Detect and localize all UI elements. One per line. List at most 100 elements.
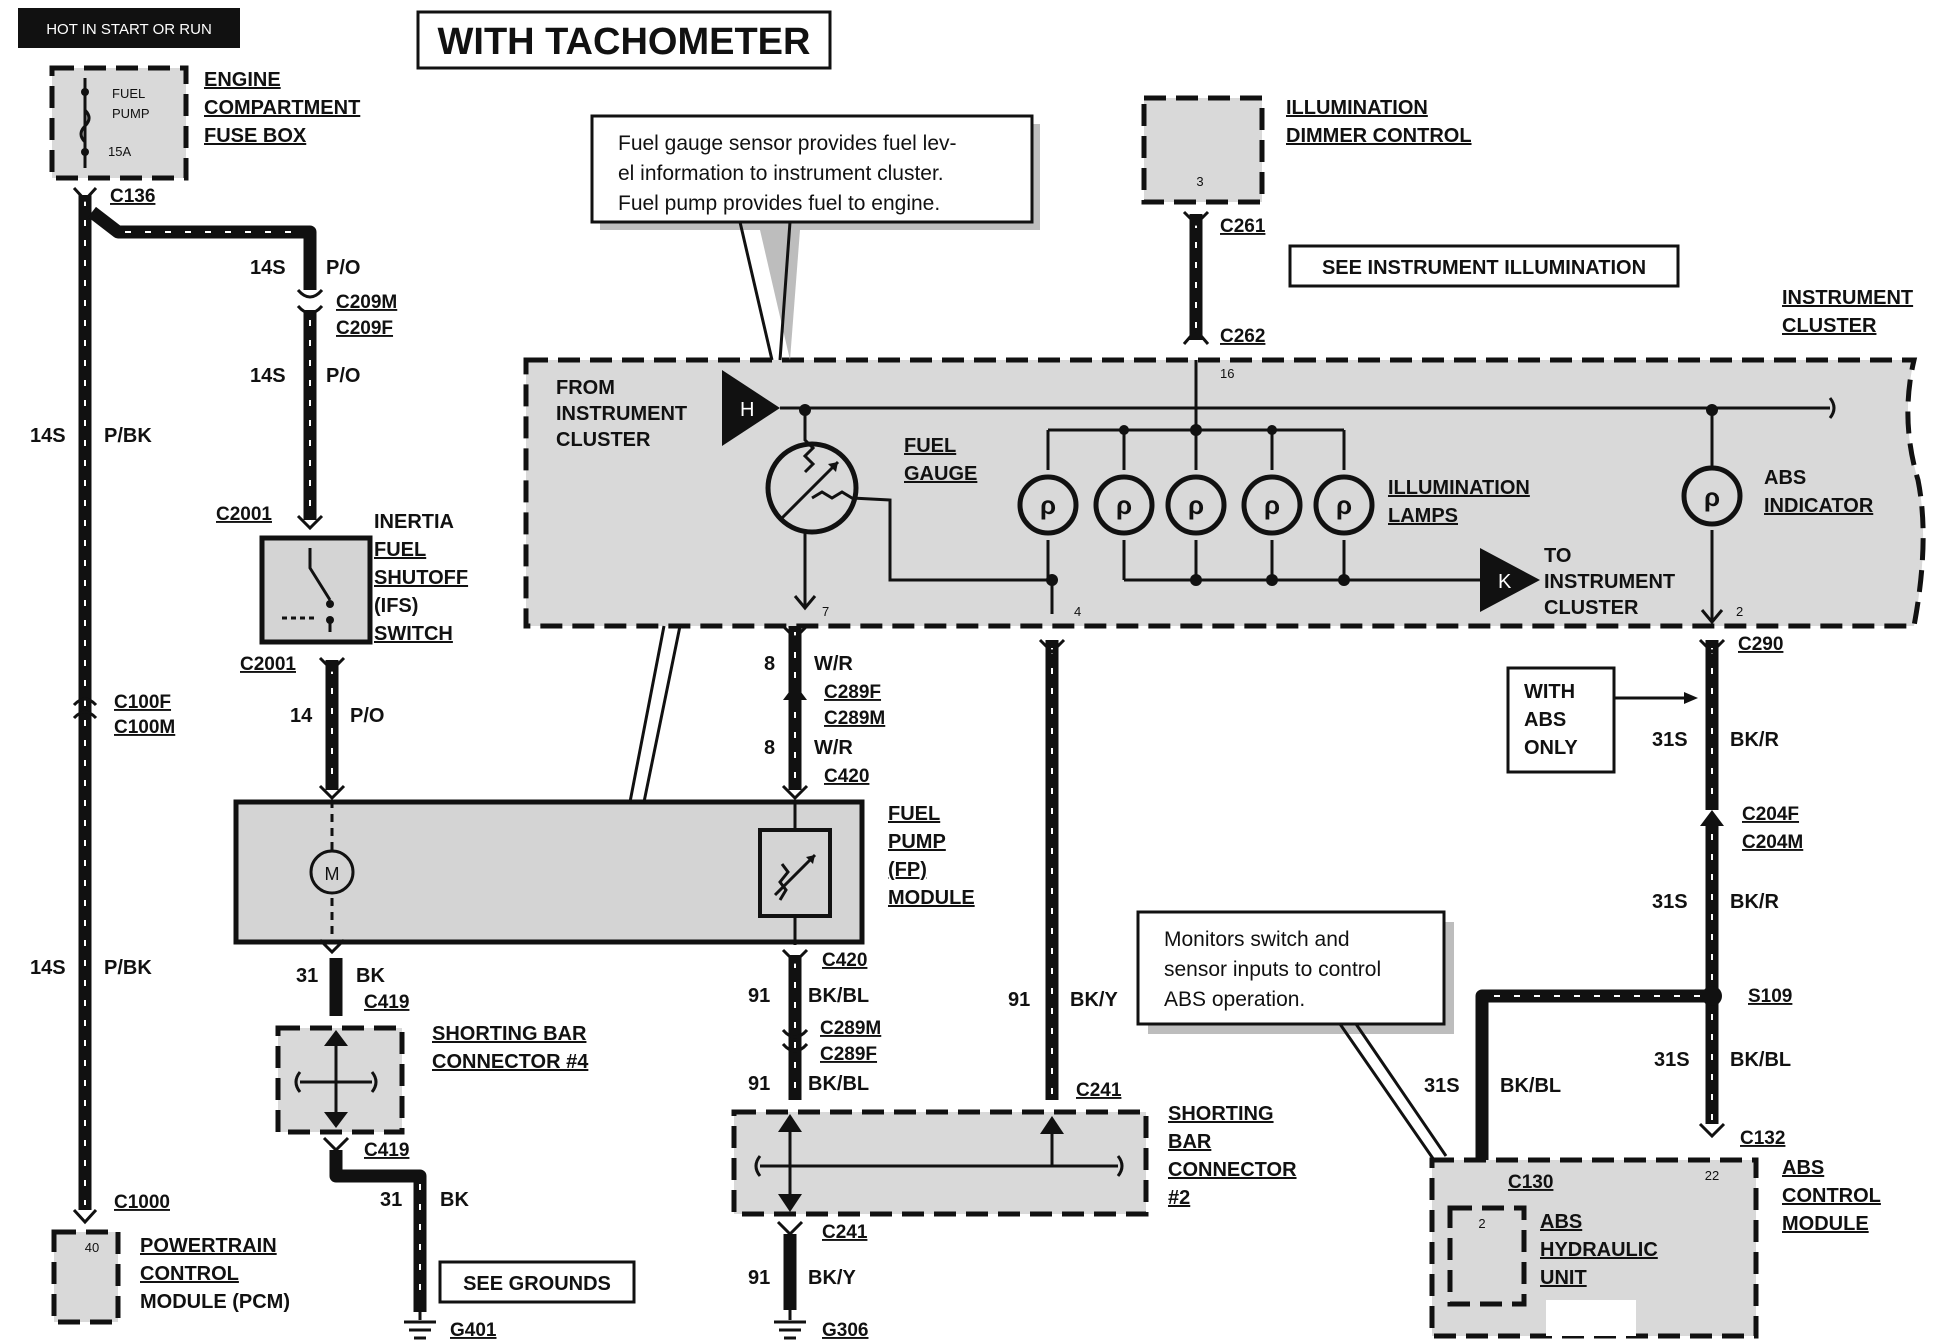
connector-c289m: C289M (824, 708, 885, 729)
connector-h-label: H (740, 399, 754, 421)
lamp-icon: ρ (1116, 490, 1132, 520)
dimmer-label-1: ILLUMINATION (1286, 97, 1428, 119)
wire-color: BK/Y (808, 1267, 856, 1289)
connector-h-icon (722, 370, 780, 446)
connector-c204m: C204M (1742, 832, 1803, 853)
see-grounds-box[interactable] (438, 1260, 636, 1304)
wire-label: 31 (296, 965, 318, 987)
connector-c289f: C289F (824, 682, 881, 703)
abs-only-1: WITH (1524, 681, 1575, 703)
lamp-icon: ρ (1336, 490, 1352, 520)
fuse-box-label-2: COMPARTMENT (204, 97, 360, 119)
shorting2-label-4: #2 (1168, 1187, 1190, 1209)
abs-indicator-label-1: ABS (1764, 467, 1806, 489)
shorting4-label-1: SHORTING BAR (432, 1023, 587, 1045)
pin-label: 22 (1705, 1168, 1719, 1183)
wire-color: P/BK (104, 957, 152, 979)
wire-label: 31 (380, 1189, 402, 1211)
wire-label: 8 (764, 737, 775, 759)
from-cluster-2: INSTRUMENT (556, 403, 687, 425)
motor-label: M (325, 864, 340, 884)
connector-c419: C419 (364, 1140, 409, 1161)
abs-only-3: ONLY (1524, 737, 1578, 759)
wire-label: 31S (1652, 891, 1688, 913)
shorting2-label-3: CONNECTOR (1168, 1159, 1297, 1181)
abs-module-label-3: MODULE (1782, 1213, 1869, 1235)
wire-color: BK (440, 1189, 469, 1211)
wire-label: 31S (1424, 1075, 1460, 1097)
inertia-switch (259, 535, 373, 645)
fuel-note-line-3: Fuel pump provides fuel to engine. (618, 192, 940, 215)
abs-hydraulic-label-3: UNIT (1540, 1267, 1587, 1289)
power-label: HOT IN START OR RUN (46, 21, 212, 38)
abs-module-label-1: ABS (1782, 1157, 1824, 1179)
fp-label-4: MODULE (888, 887, 975, 909)
fuel-gauge-icon (765, 441, 859, 535)
connector-c261: C261 (1220, 216, 1266, 237)
wire-label: 14S (250, 365, 286, 387)
see-illumination-link[interactable]: SEE INSTRUMENT ILLUMINATION (1322, 257, 1646, 279)
cluster-label-2: CLUSTER (1782, 315, 1877, 337)
pin-label: 7 (822, 604, 829, 619)
ground-g306: G306 (822, 1320, 868, 1341)
connector-c209f: C209F (336, 318, 393, 339)
wire-label: 31S (1652, 729, 1688, 751)
see-grounds-link[interactable]: SEE GROUNDS (463, 1273, 611, 1295)
connector-c289f: C289F (820, 1044, 877, 1065)
wire-label: 8 (764, 653, 775, 675)
see-illumination-box[interactable] (1288, 244, 1680, 288)
wire-color: P/O (350, 705, 384, 727)
pin-label: 4 (1074, 604, 1081, 619)
wire-color: P/O (326, 365, 360, 387)
fuse-inner-3: 15A (108, 144, 131, 159)
cluster-label-1: INSTRUMENT (1782, 287, 1913, 309)
dimmer-label-2: DIMMER CONTROL (1286, 125, 1472, 147)
lamp-icon: ρ (1188, 490, 1204, 520)
motor-icon (309, 849, 355, 895)
wire-label: 14S (30, 425, 66, 447)
wire-color: BK/BL (808, 1073, 869, 1095)
fuel-gauge-label-2: GAUGE (904, 463, 977, 485)
abs-note-line-3: ABS operation. (1164, 988, 1305, 1011)
wire-color: BK/BL (1500, 1075, 1561, 1097)
page-title: WITH TACHOMETER (438, 21, 811, 63)
wire-color: BK/BL (808, 985, 869, 1007)
abs-indicator-icon (1681, 465, 1743, 527)
shorting2-label-1: SHORTING (1168, 1103, 1274, 1125)
connector-c204f: C204F (1742, 804, 1799, 825)
wire-label: 91 (1008, 989, 1030, 1011)
lamp-icon: ρ (1264, 490, 1280, 520)
lamp-1 (1046, 430, 1346, 470)
connector-c130: C130 (1508, 1172, 1553, 1193)
connector-c132: C132 (1740, 1128, 1785, 1149)
abs-hydraulic-label-2: HYDRAULIC (1540, 1239, 1658, 1261)
connector-k-icon (1480, 548, 1540, 612)
abs-only-2: ABS (1524, 709, 1566, 731)
wire-label: 91 (748, 1267, 770, 1289)
pcm-label-2: CONTROL (140, 1263, 239, 1285)
wire-color: BK/R (1730, 891, 1779, 913)
abs-hydraulic-label-1: ABS (1540, 1211, 1582, 1233)
connector-c136: C136 (110, 186, 155, 207)
splice-s109-label: S109 (1748, 986, 1792, 1007)
ground-g401: G401 (450, 1320, 497, 1341)
connector-c241: C241 (1076, 1080, 1122, 1101)
fuse-box (49, 65, 189, 181)
abs-note-line-1: Monitors switch and (1164, 928, 1350, 951)
fuel-note (590, 114, 1034, 224)
wire-color: P/BK (104, 425, 152, 447)
illum-lamps-label-1: ILLUMINATION (1388, 477, 1530, 499)
abs-hydraulic-unit (1447, 1205, 1527, 1307)
pin-label: 3 (1196, 174, 1203, 189)
illumination-lamps (1017, 430, 1375, 580)
abs-note (1136, 910, 1446, 1026)
connector-c1000: C1000 (114, 1192, 170, 1213)
inertia-label-3: SHUTOFF (374, 567, 468, 589)
pcm-label-3: MODULE (PCM) (140, 1291, 290, 1313)
fuse-box-label-3: FUSE BOX (204, 125, 307, 147)
connector-c100f: C100F (114, 692, 171, 713)
fuse-box-label-1: ENGINE (204, 69, 281, 91)
to-cluster-1: TO (1544, 545, 1571, 567)
to-cluster-3: CLUSTER (1544, 597, 1639, 619)
